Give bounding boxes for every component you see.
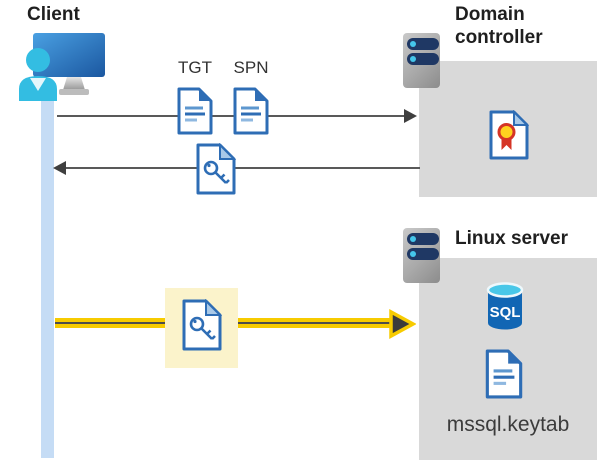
request-arrow-head-icon xyxy=(404,109,417,123)
request-arrow-line xyxy=(57,115,407,117)
service-arrow-head-icon xyxy=(389,309,416,339)
monitor-icon xyxy=(33,33,105,77)
certificate-document-icon xyxy=(489,110,529,160)
server-drive-icon xyxy=(407,53,439,65)
client-lifeline xyxy=(41,98,54,458)
response-arrow-line xyxy=(60,167,420,169)
sql-database-icon: SQL xyxy=(486,282,524,330)
service-key-document-icon xyxy=(182,299,222,351)
client-title: Client xyxy=(27,4,80,25)
spn-document-icon xyxy=(233,87,269,135)
keytab-filename-label: mssql.keytab xyxy=(446,413,570,436)
person-head-icon xyxy=(26,48,50,72)
client-workstation-icon xyxy=(19,33,105,101)
monitor-stand-icon xyxy=(63,77,85,90)
server-drive-icon xyxy=(407,248,439,260)
sql-label: SQL xyxy=(490,304,521,321)
server-drive-icon xyxy=(407,233,439,245)
response-arrow-head-icon xyxy=(53,161,66,175)
linux-server-title: Linux server xyxy=(455,228,568,249)
ticket-key-document-icon xyxy=(196,143,236,195)
linux-server-icon xyxy=(403,228,440,283)
domain-controller-server-icon xyxy=(403,33,440,88)
person-collar-icon xyxy=(30,78,46,91)
domain-controller-title: Domain controller xyxy=(455,4,543,48)
keytab-document-icon xyxy=(485,349,523,399)
tgt-document-icon xyxy=(177,87,213,135)
spn-label: SPN xyxy=(233,58,269,77)
tgt-label: TGT xyxy=(178,58,212,77)
server-drive-icon xyxy=(407,38,439,50)
